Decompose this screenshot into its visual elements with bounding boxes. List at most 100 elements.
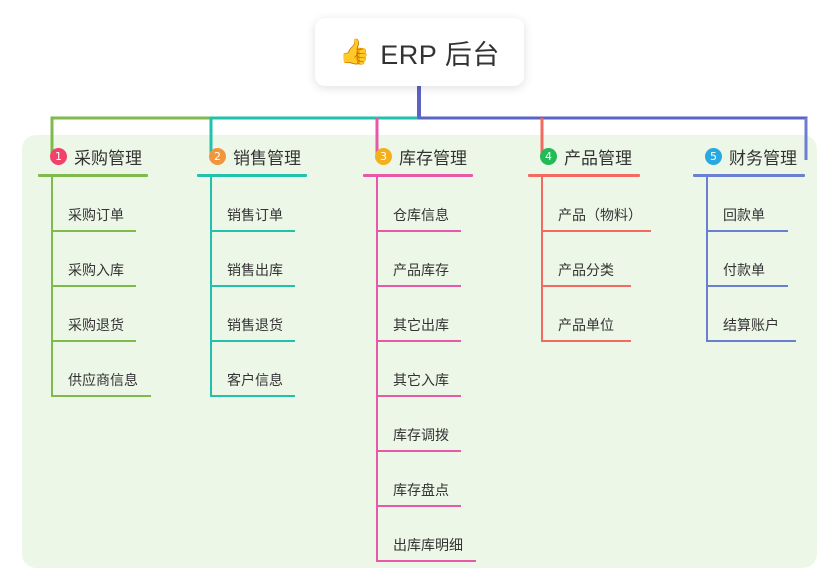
menu-item[interactable]: 采购退货	[38, 287, 148, 342]
column-title: 产品管理	[564, 148, 632, 168]
menu-item[interactable]: 采购入库	[38, 232, 148, 287]
menu-item-label: 销售退货	[227, 317, 283, 333]
menu-item-rule	[210, 395, 295, 397]
menu-item[interactable]: 销售出库	[197, 232, 307, 287]
menu-item-rule	[376, 560, 476, 562]
menu-item[interactable]: 产品分类	[528, 232, 640, 287]
column-badge: 1	[50, 147, 67, 165]
menu-item[interactable]: 销售退货	[197, 287, 307, 342]
menu-item[interactable]: 出库库明细	[363, 507, 476, 562]
menu-item-rule	[376, 395, 461, 397]
menu-item[interactable]: 采购订单	[38, 177, 148, 232]
menu-item-rule	[51, 395, 151, 397]
column-3: 3 库存管理仓库信息产品库存其它出库其它入库库存调拨库存盘点出库库明细	[363, 144, 476, 562]
column-badge: 3	[375, 147, 392, 165]
menu-item-rule	[541, 340, 631, 342]
column-spine	[51, 177, 53, 397]
menu-item-rule	[376, 285, 461, 287]
menu-item[interactable]: 产品（物料）	[528, 177, 651, 232]
menu-item-label: 回款单	[723, 207, 765, 223]
column-header[interactable]: 5 财务管理	[693, 144, 805, 168]
menu-item[interactable]: 销售订单	[197, 177, 307, 232]
menu-item-rule	[376, 450, 461, 452]
column-header[interactable]: 2 销售管理	[197, 144, 307, 168]
menu-item-label: 产品单位	[558, 317, 614, 333]
menu-item-label: 结算账户	[723, 317, 779, 333]
root-node-label: ERP 后台	[380, 39, 500, 70]
menu-item-label: 产品（物料）	[558, 207, 642, 223]
menu-item-rule	[706, 340, 796, 342]
column-items: 采购订单采购入库采购退货供应商信息	[38, 177, 151, 397]
column-items: 销售订单销售出库销售退货客户信息	[197, 177, 307, 397]
menu-item-rule	[376, 230, 461, 232]
menu-item-rule	[51, 340, 136, 342]
column-spine	[706, 177, 708, 342]
column-badge: 2	[209, 147, 226, 165]
menu-item[interactable]: 库存盘点	[363, 452, 473, 507]
menu-item[interactable]: 客户信息	[197, 342, 307, 397]
column-items: 仓库信息产品库存其它出库其它入库库存调拨库存盘点出库库明细	[363, 177, 476, 562]
column-spine	[210, 177, 212, 397]
menu-item[interactable]: 结算账户	[693, 287, 805, 342]
menu-item[interactable]: 产品库存	[363, 232, 473, 287]
menu-item[interactable]: 产品单位	[528, 287, 640, 342]
menu-item[interactable]: 供应商信息	[38, 342, 151, 397]
menu-item-label: 其它入库	[393, 372, 449, 388]
menu-item-label: 供应商信息	[68, 372, 138, 388]
column-header-rule	[528, 174, 640, 177]
menu-item-label: 产品库存	[393, 262, 449, 278]
column-title: 库存管理	[399, 148, 467, 168]
menu-item-label: 销售订单	[227, 207, 283, 223]
column-badge: 5	[705, 147, 722, 165]
column-header[interactable]: 3 库存管理	[363, 144, 473, 168]
menu-item-label: 库存调拨	[393, 427, 449, 443]
menu-item-rule	[210, 285, 295, 287]
menu-item-label: 销售出库	[227, 262, 283, 278]
menu-item-rule	[706, 285, 788, 287]
menu-item-rule	[51, 285, 136, 287]
column-header[interactable]: 4 产品管理	[528, 144, 640, 168]
column-2: 2 销售管理销售订单销售出库销售退货客户信息	[197, 144, 307, 397]
root-node[interactable]: 👍 ERP 后台	[315, 18, 524, 86]
menu-item[interactable]: 其它入库	[363, 342, 473, 397]
menu-item-label: 其它出库	[393, 317, 449, 333]
menu-item[interactable]: 其它出库	[363, 287, 473, 342]
column-4: 4 产品管理产品（物料） 产品分类产品单位	[528, 144, 651, 342]
menu-item-rule	[51, 230, 136, 232]
column-items: 产品（物料） 产品分类产品单位	[528, 177, 651, 342]
menu-item-rule	[706, 230, 788, 232]
menu-item[interactable]: 库存调拨	[363, 397, 473, 452]
column-title: 采购管理	[74, 148, 142, 168]
menu-item-rule	[210, 340, 295, 342]
menu-item-label: 产品分类	[558, 262, 614, 278]
menu-item-label: 采购退货	[68, 317, 124, 333]
column-title: 销售管理	[233, 148, 301, 168]
column-1: 1 采购管理采购订单采购入库采购退货供应商信息	[38, 144, 151, 397]
menu-item[interactable]: 仓库信息	[363, 177, 473, 232]
diagram-panel	[22, 135, 817, 568]
menu-item-label: 库存盘点	[393, 482, 449, 498]
menu-item-label: 出库库明细	[393, 537, 463, 553]
menu-item-rule	[376, 340, 461, 342]
menu-item-label: 付款单	[723, 262, 765, 278]
menu-item-label: 客户信息	[227, 372, 283, 388]
menu-item-label: 采购入库	[68, 262, 124, 278]
menu-item[interactable]: 回款单	[693, 177, 805, 232]
menu-item-rule	[541, 230, 651, 232]
column-5: 5 财务管理回款单付款单结算账户	[693, 144, 805, 342]
column-header-rule	[363, 174, 473, 177]
menu-item-rule	[376, 505, 461, 507]
thumbs-up-icon: 👍	[339, 37, 371, 66]
menu-item-label: 采购订单	[68, 207, 124, 223]
column-items: 回款单付款单结算账户	[693, 177, 805, 342]
menu-item-rule	[210, 230, 295, 232]
column-spine	[376, 177, 378, 562]
column-title: 财务管理	[729, 148, 797, 168]
column-spine	[541, 177, 543, 342]
column-badge: 4	[540, 147, 557, 165]
column-header-rule	[197, 174, 307, 177]
column-header[interactable]: 1 采购管理	[38, 144, 148, 168]
menu-item[interactable]: 付款单	[693, 232, 805, 287]
menu-item-rule	[541, 285, 631, 287]
